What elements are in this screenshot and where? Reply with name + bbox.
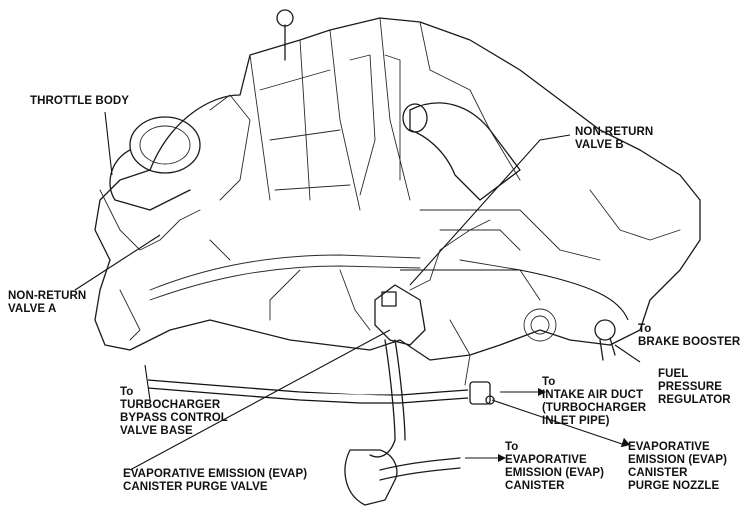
to-evap-canister-line4: CANISTER (505, 480, 565, 492)
to-intake-air-duct-line4: INLET PIPE) (542, 415, 610, 427)
to-evap-canister-line3: EMISSION (EVAP) (505, 467, 605, 479)
to-brake-booster-label: To BRAKE BOOSTER (638, 323, 740, 349)
throttle-body-label: THROTTLE BODY (30, 95, 129, 108)
to-intake-air-duct-line3: (TURBOCHARGER (542, 402, 647, 414)
to-evap-canister-line2: EVAPORATIVE (505, 454, 587, 466)
evap-purge-nozzle-line1: EVAPORATIVE (628, 441, 710, 453)
to-turbocharger-line1: To (120, 386, 134, 398)
fuel-pressure-regulator-line1: FUEL (658, 368, 689, 380)
non-return-valve-a-line2: VALVE A (8, 303, 57, 315)
to-turbocharger-line4: VALVE BASE (120, 425, 193, 437)
evap-purge-nozzle-line4: PURGE NOZZLE (628, 480, 720, 492)
evap-purge-nozzle-line3: CANISTER (628, 467, 688, 479)
to-intake-air-duct-label: To INTAKE AIR DUCT (TURBOCHARGER INLET P… (542, 376, 646, 428)
to-intake-air-duct-line1: To (542, 376, 556, 388)
evap-purge-nozzle-line2: EMISSION (EVAP) (628, 454, 728, 466)
evap-purge-nozzle-label: EVAPORATIVE EMISSION (EVAP) CANISTER PUR… (628, 441, 727, 493)
non-return-valve-a-label: NON-RETURN VALVE A (8, 290, 86, 316)
evap-purge-valve-label: EVAPORATIVE EMISSION (EVAP) CANISTER PUR… (123, 468, 307, 494)
fuel-pressure-regulator-label: FUEL PRESSURE REGULATOR (658, 368, 731, 407)
to-turbocharger-line3: BYPASS CONTROL (120, 412, 228, 424)
evap-purge-valve-line1: EVAPORATIVE EMISSION (EVAP) (123, 468, 308, 480)
leader-lines (74, 111, 641, 471)
to-evap-canister-label: To EVAPORATIVE EMISSION (EVAP) CANISTER (505, 441, 604, 493)
evap-purge-valve-line2: CANISTER PURGE VALVE (123, 481, 268, 493)
non-return-valve-b-label: NON-RETURN VALVE B (575, 126, 653, 152)
to-turbocharger-bypass-label: To TURBOCHARGER BYPASS CONTROL VALVE BAS… (120, 386, 228, 438)
fuel-pressure-regulator-line3: REGULATOR (658, 394, 731, 406)
to-evap-canister-line1: To (505, 441, 519, 453)
non-return-valve-b-line2: VALVE B (575, 139, 624, 151)
to-brake-booster-line1: To (638, 323, 652, 335)
to-intake-air-duct-line2: INTAKE AIR DUCT (542, 389, 644, 401)
to-brake-booster-line2: BRAKE BOOSTER (638, 336, 741, 348)
throttle-body-line1: THROTTLE BODY (30, 95, 130, 107)
non-return-valve-b-line1: NON-RETURN (575, 126, 654, 138)
non-return-valve-a-line1: NON-RETURN (8, 290, 87, 302)
fuel-pressure-regulator-line2: PRESSURE (658, 381, 723, 393)
engine-drawing (94, 9, 701, 506)
to-turbocharger-line2: TURBOCHARGER (120, 399, 221, 411)
